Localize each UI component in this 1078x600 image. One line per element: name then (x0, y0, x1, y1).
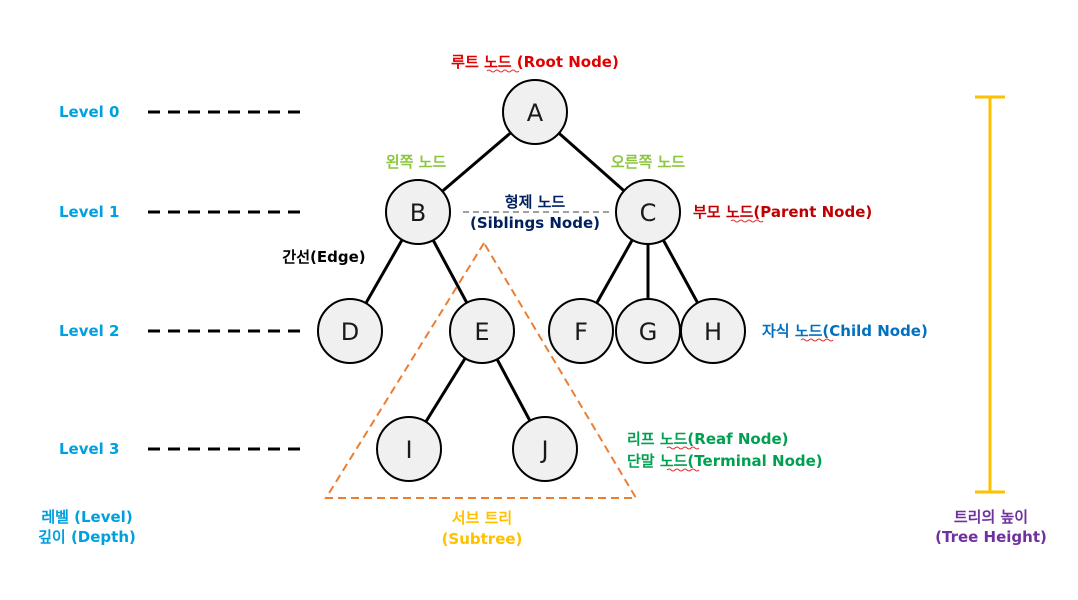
node-b: B (385, 179, 451, 245)
leaf-squiggle-1 (666, 446, 700, 450)
node-h: H (680, 298, 746, 364)
level-depth-label-2: 깊이 (Depth) (38, 528, 136, 546)
left-node-label: 왼쪽 노드 (386, 153, 447, 171)
node-h-label: H (704, 318, 722, 346)
node-f-label: F (574, 318, 588, 346)
node-j-label: J (539, 436, 548, 464)
node-a: A (502, 79, 568, 145)
leaf-label-1: 리프 노드(Reaf Node) (627, 430, 789, 448)
leaf-squiggle-2 (666, 468, 700, 472)
level-3-label: Level 3 (59, 440, 119, 458)
node-e-label: E (474, 318, 489, 346)
subtree-label-1: 서브 트리 (452, 509, 512, 527)
node-e: E (449, 298, 515, 364)
child-squiggle (800, 338, 834, 342)
node-f: F (548, 298, 614, 364)
subtree-triangle (324, 241, 638, 499)
tree-height-label-1: 트리의 높이 (954, 508, 1028, 526)
node-a-label: A (527, 99, 544, 127)
annotations: 루트 노드 (Root Node) 왼쪽 노드 오른쪽 노드 형제 노드 (Si… (38, 53, 928, 548)
siblings-label-1: 형제 노드 (505, 193, 566, 211)
siblings-label-2: (Siblings Node) (470, 214, 600, 232)
parent-label: 부모 노드(Parent Node) (693, 203, 872, 221)
leaf-label-2: 단말 노드(Terminal Node) (627, 452, 823, 470)
node-d-label: D (341, 318, 359, 346)
tree-height-label-2: (Tree Height) (935, 528, 1047, 546)
node-i-label: I (405, 436, 412, 464)
node-c-label: C (640, 199, 657, 227)
root-squiggle (486, 69, 520, 73)
node-d: D (317, 298, 383, 364)
right-node-label: 오른쪽 노드 (611, 153, 685, 171)
node-i: I (376, 416, 442, 482)
node-b-label: B (410, 199, 426, 227)
node-j: J (512, 416, 578, 482)
subtree-label-2: (Subtree) (442, 530, 523, 548)
nodes: A B C D E F G H (317, 79, 746, 482)
level-depth-label-1: 레벨 (Level) (41, 508, 132, 526)
level-2-label: Level 2 (59, 322, 119, 340)
node-g-label: G (639, 318, 658, 346)
node-g: G (615, 298, 681, 364)
level-1-label: Level 1 (59, 203, 119, 221)
child-label: 자식 노드(Child Node) (762, 322, 928, 340)
level-guides: Level 0 Level 1 Level 2 Level 3 (59, 103, 308, 458)
parent-squiggle (730, 219, 764, 223)
level-0-label: Level 0 (59, 103, 119, 121)
edge-label: 간선(Edge) (282, 248, 365, 266)
root-label: 루트 노드 (Root Node) (451, 53, 619, 71)
node-c: C (615, 179, 681, 245)
tree-height-bracket (975, 95, 1005, 494)
